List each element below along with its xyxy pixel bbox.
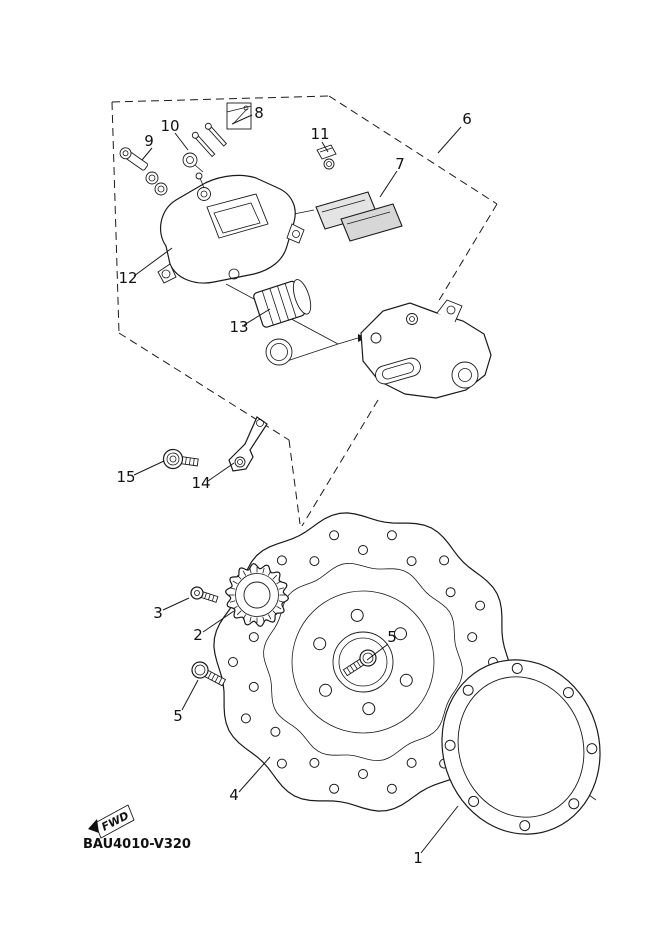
retainer-tooth [236, 574, 242, 580]
part-label-4: 4 [229, 786, 239, 804]
retainer-tooth [236, 610, 242, 616]
part-label-3: 3 [153, 604, 163, 622]
bleed-nipple [195, 172, 203, 180]
union-bolt [119, 147, 168, 196]
caliper-bracket [360, 299, 492, 399]
retainer-tooth [249, 567, 252, 574]
socket-bolt [162, 448, 199, 470]
hub-bolt-hole [350, 608, 364, 622]
part-label-6: 6 [462, 110, 472, 128]
retaining-pin [204, 102, 252, 147]
part-label-8: 8 [254, 104, 264, 122]
disc-hole [358, 545, 368, 555]
disc-hole [445, 587, 456, 598]
hub-bolt-hole [313, 637, 327, 651]
cover-hole [568, 798, 580, 810]
disc-hole [467, 632, 478, 643]
disc-hole [406, 556, 417, 567]
disc-hole [248, 632, 259, 643]
pad-pin-spring [182, 131, 216, 173]
part-label-15: 15 [116, 468, 135, 486]
retainer-tooth [276, 605, 282, 610]
hub-bolt-holes [313, 608, 413, 716]
leader-lines [133, 114, 462, 854]
flange-bolt-left [191, 661, 227, 687]
disc-hole [439, 555, 450, 566]
washer [145, 171, 159, 185]
hub-bolt-hole [319, 683, 332, 697]
cover-ring-holes [444, 662, 598, 832]
hub-bolt-hole [362, 702, 376, 716]
disc-hole [358, 769, 368, 779]
caliper-piston [253, 279, 312, 328]
disc-hole [309, 757, 320, 768]
pad-clip [316, 144, 337, 170]
cover-hole [511, 662, 523, 674]
disc-hole [386, 783, 397, 794]
retainer-tooth [249, 616, 252, 623]
part-label-1: 1 [413, 849, 423, 867]
retainer-teeth [229, 567, 285, 623]
cover-hole [519, 820, 531, 832]
cover-hole [444, 739, 456, 751]
fwd-flag: FWD [88, 804, 135, 839]
retainer-tooth [278, 600, 285, 603]
part-label-5a: 5 [387, 628, 397, 646]
retainer-tooth [267, 614, 272, 620]
fwd-arrow-icon [88, 819, 99, 833]
cover-ring [441, 659, 601, 835]
diagram-code: BAU4010-V320 [83, 837, 191, 852]
retainer-tooth [272, 610, 278, 616]
washer [154, 182, 168, 196]
retainer-tooth [232, 605, 238, 610]
part-label-12: 12 [118, 269, 137, 287]
retainer-tooth [229, 587, 236, 590]
retainer-tooth [272, 574, 278, 580]
cover-hole [462, 684, 474, 696]
part-label-7: 7 [395, 155, 405, 173]
brake-pads [315, 191, 403, 242]
cover-hole [562, 687, 574, 699]
retainer-tooth [278, 587, 285, 590]
hub-bolt-hole [394, 627, 407, 641]
part-label-11: 11 [310, 125, 329, 143]
part-label-2: 2 [193, 626, 203, 644]
small-screw [190, 586, 219, 603]
disc-hole [309, 556, 320, 567]
retainer-tooth [262, 616, 265, 623]
part-label-10: 10 [160, 117, 179, 135]
disc-hole [276, 555, 287, 566]
cover-hole [468, 795, 480, 807]
part-label-14: 14 [191, 474, 210, 492]
part-label-13: 13 [229, 318, 248, 336]
retainer-tooth [242, 614, 247, 620]
disc-hole [228, 657, 238, 667]
retainer-tooth [229, 600, 236, 603]
disc-hole [248, 681, 259, 692]
piston-seal [265, 338, 293, 366]
disc-hole [240, 713, 251, 724]
brake-caliper-body [157, 172, 305, 284]
retainer-ring [224, 562, 290, 628]
disc-hole [475, 600, 486, 611]
part-labels: 1 2 3 4 5 5 6 7 8 9 10 11 12 13 14 15 [116, 104, 471, 867]
part-label-9: 9 [144, 132, 154, 150]
retainer-tooth [262, 567, 265, 574]
retainer-tooth [242, 570, 247, 576]
disc-hole [329, 530, 340, 541]
retainer-tooth [267, 570, 272, 576]
stay-arm [228, 416, 268, 472]
disc-hole [406, 757, 417, 768]
disc-hole [270, 726, 281, 737]
guide-lines-dashed [111, 95, 498, 527]
disc-hole [276, 758, 287, 769]
retainer-tooth [232, 580, 238, 585]
retainer-tooth [276, 580, 282, 585]
disc-hole [386, 530, 397, 541]
part-label-5b: 5 [173, 707, 183, 725]
disc-hole [329, 783, 340, 794]
hub-bolt-hole [399, 673, 413, 687]
cover-hole [586, 743, 598, 755]
